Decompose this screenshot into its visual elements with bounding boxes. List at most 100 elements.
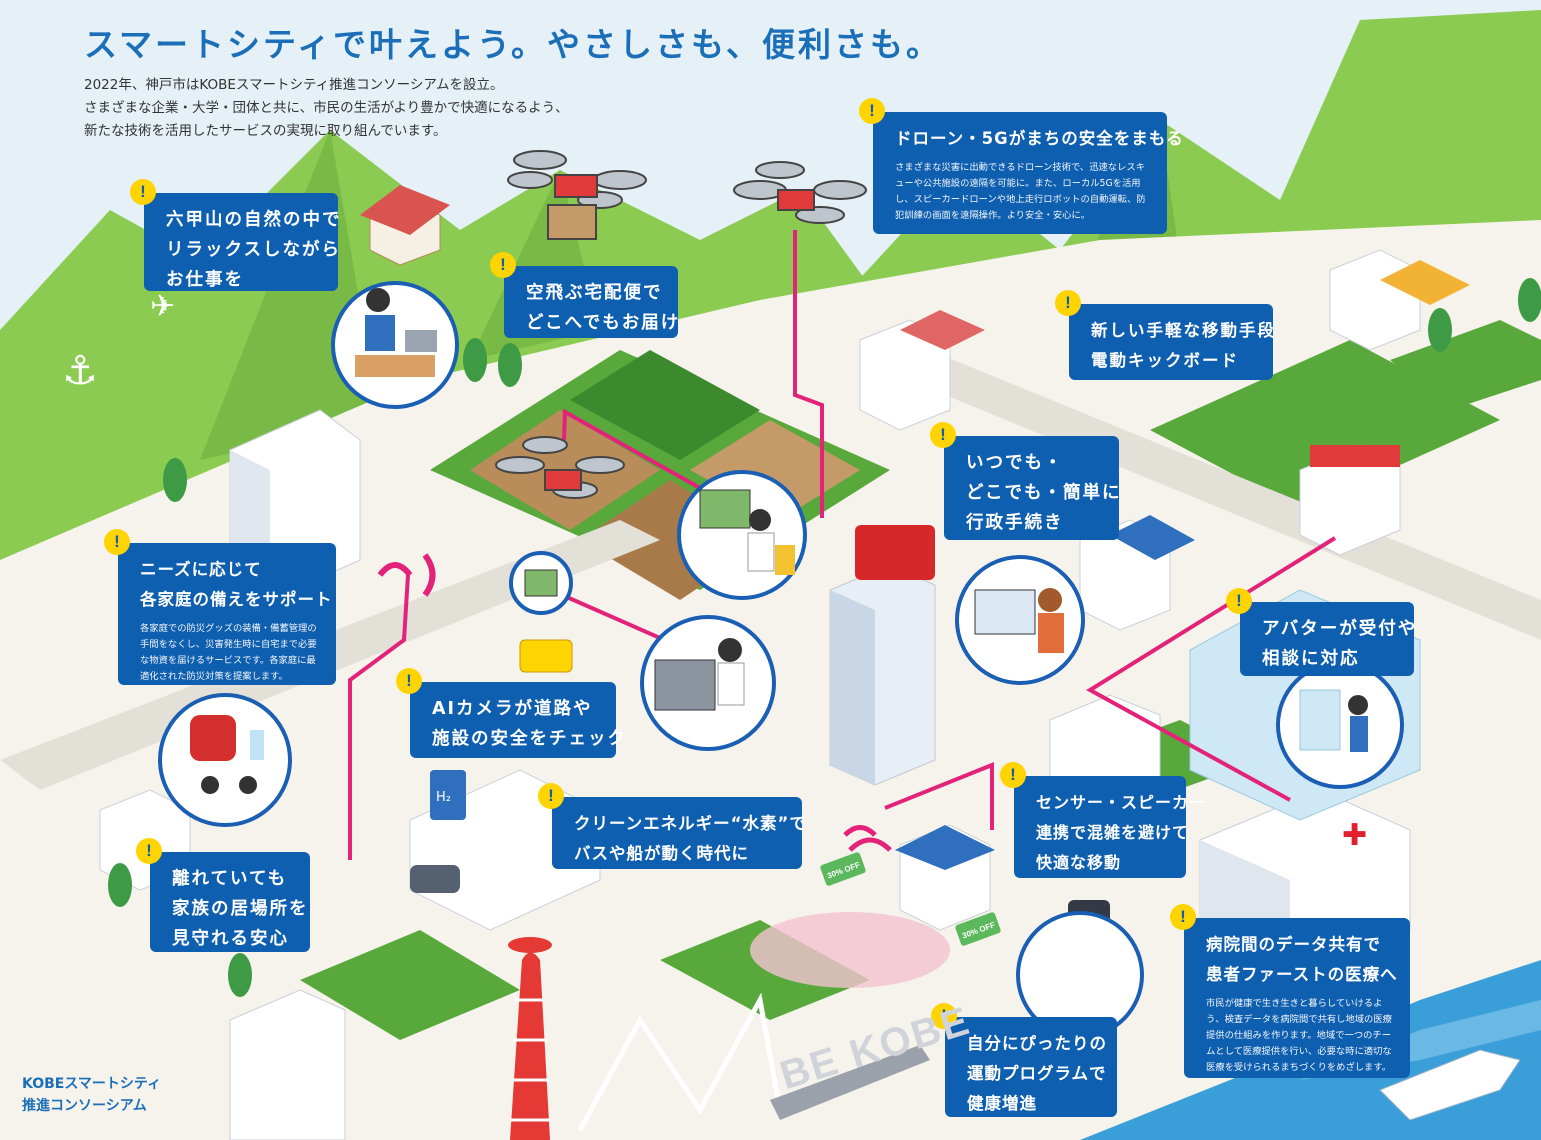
bubble-avatar-reception <box>1276 661 1404 789</box>
bubble-emergency-kit <box>158 693 292 827</box>
coupon-tag: 30% OFF <box>955 912 1001 946</box>
callout-drone-delivery: ! 空飛ぶ宅配便で どこへでもお届け <box>490 252 681 338</box>
museum-frame <box>577 992 783 1132</box>
house-roof <box>900 310 985 350</box>
callout-line: 各家庭の備えをサポート <box>140 590 333 609</box>
alert-badge-icon: ! <box>538 783 564 809</box>
grass-plot <box>300 930 520 1040</box>
hydrogen-sign-label: H₂ <box>436 790 451 805</box>
alert-badge-icon: ! <box>1226 588 1252 614</box>
callout-line: お仕事を <box>166 270 244 290</box>
trees <box>108 278 1541 997</box>
callout-heading: クリーンエネルギー“水素”で バスや船が動く時代に <box>574 809 806 869</box>
alert-badge-icon: ! <box>859 98 885 124</box>
callout-heading: ドローン・5Gがまちの安全をまもる <box>895 124 1183 154</box>
port-tower-lattice <box>510 998 550 1122</box>
drone <box>507 150 647 240</box>
callout-line: 新しい手軽な移動手段 <box>1091 321 1276 340</box>
callout-drone-5g: ! ドローン・5Gがまちの安全をまもる さまざまな災害に出動できるドローン技術で… <box>859 98 1183 234</box>
fire-truck <box>855 525 935 580</box>
drone <box>733 161 867 224</box>
intro-line: 2022年、神戸市はKOBEスマートシティ推進コンソーシアムを設立。 <box>84 77 504 93</box>
coupon-tag: 30% OFF <box>820 852 866 886</box>
bubble-ai-camera-operator <box>640 615 776 751</box>
bird-emblem: ✈ <box>150 289 175 324</box>
callout-line: 電動キックボード <box>1091 351 1239 370</box>
callout-line: センサー・スピーカー <box>1036 793 1207 812</box>
callout-heading: AIカメラが道路や 施設の安全をチェック <box>432 694 627 754</box>
callout-line: 快適な移動 <box>1036 853 1122 872</box>
callout-exercise-program: ! 自分にぴったりの 運動プログラムで 健康増進 <box>931 1003 1117 1119</box>
organization-line: 推進コンソーシアム <box>22 1098 147 1114</box>
house <box>859 319 951 431</box>
callout-line: 家族の居場所を <box>172 899 309 919</box>
house <box>1329 249 1421 351</box>
callout-hospital-data: ! 病院間のデータ共有で 患者ファーストの医療へ 市民が健康で生き生きと暮らして… <box>1170 904 1410 1078</box>
callout-line: 連携で混雑を避けて <box>1036 823 1190 842</box>
signal-waves <box>377 553 436 597</box>
callout-line: どこへでもお届け <box>526 313 681 333</box>
bekobe-sign-base <box>770 1045 930 1120</box>
callout-ai-camera: ! AIカメラが道路や 施設の安全をチェック <box>396 668 627 758</box>
bubble-remote-work <box>331 281 459 409</box>
callout-line: 行政手続き <box>966 513 1064 533</box>
cabin-roof <box>360 185 450 235</box>
grass-plot <box>1150 340 1500 510</box>
callout-kickboard: ! 新しい手軽な移動手段 電動キックボード <box>1055 290 1276 380</box>
drone <box>495 436 625 499</box>
callout-line: ニーズに応じて <box>140 560 262 579</box>
callout-description: 市民が健康で生き生きと暮らしていけるよう、検査データを病院間で共有し地域の医療提… <box>1206 998 1392 1073</box>
callout-line: 空飛ぶ宅配便で <box>526 283 663 303</box>
alert-badge-icon: ! <box>104 529 130 555</box>
callout-online-admin: ! いつでも・ どこでも・簡単に 行政手続き <box>930 422 1122 540</box>
callout-line: 自分にぴったりの <box>967 1034 1107 1053</box>
callout-description: さまざまな災害に出動できるドローン技術で、迅速なレスキューや公共施設の遠隔を可能… <box>895 162 1146 221</box>
callout-heading: アバターが受付や 相談に対応 <box>1262 614 1415 674</box>
callout-line: AIカメラが道路や <box>432 699 593 719</box>
anchor-emblem: ⚓ <box>62 348 98 394</box>
clinic-roof <box>1310 445 1400 467</box>
alert-badge-icon: ! <box>931 1003 957 1029</box>
callout-disaster-prep: ! ニーズに応じて 各家庭の備えをサポート 各家庭での防災グッズの装備・備蓄管理… <box>104 529 336 685</box>
bubble-online-admin <box>955 555 1085 685</box>
callout-line: リラックスしながら <box>166 240 341 260</box>
alert-badge-icon: ! <box>930 422 956 448</box>
callout-family-location: ! 離れていても 家族の居場所を 見守れる安心 <box>136 838 310 952</box>
callout-line: 施設の安全をチェック <box>432 729 627 749</box>
callout-heading: 新しい手軽な移動手段 電動キックボード <box>1091 316 1276 376</box>
callout-line: バスや船が動く時代に <box>574 844 749 863</box>
callout-line: 健康増進 <box>967 1094 1037 1113</box>
callout-line: どこでも・簡単に <box>966 483 1122 503</box>
tower-building <box>830 590 875 785</box>
callout-rokko-workation: ! 六甲山の自然の中で リラックスしながら お仕事を <box>130 179 340 291</box>
callout-crowd-sensor: ! センサー・スピーカー 連携で混雑を避けて 快適な移動 <box>1000 762 1207 878</box>
callout-line: 運動プログラムで <box>967 1064 1107 1083</box>
callout-line: 見守れる安心 <box>172 929 289 949</box>
pedestrian-zone <box>750 912 950 988</box>
field-rice <box>570 350 760 460</box>
grass-plot <box>1390 320 1541 410</box>
callout-hydrogen: ! クリーンエネルギー“水素”で バスや船が動く時代に <box>538 783 806 869</box>
alert-badge-icon: ! <box>1055 290 1081 316</box>
callout-avatar-reception: ! アバターが受付や 相談に対応 <box>1226 588 1415 676</box>
callout-heading: 六甲山の自然の中で リラックスしながら お仕事を <box>166 205 341 295</box>
alert-badge-icon: ! <box>1000 762 1026 788</box>
ferry <box>1379 1049 1521 1121</box>
callout-description: 各家庭での防災グッズの装備・備蓄管理の手間をなくし、災害発生時に自宅まで必要な物… <box>140 623 317 682</box>
road <box>860 330 1541 640</box>
callout-heading: センサー・スピーカー 連携で混雑を避けて 快適な移動 <box>1036 788 1207 878</box>
house-roof <box>895 825 995 870</box>
intro-text: 2022年、神戸市はKOBEスマートシティ推進コンソーシアムを設立。 さまざまな… <box>84 74 569 143</box>
callout-heading: 病院間のデータ共有で 患者ファーストの医療へ <box>1206 930 1397 990</box>
organization-line: KOBEスマートシティ <box>22 1076 162 1092</box>
alert-badge-icon: ! <box>136 838 162 864</box>
building-block <box>229 989 346 1140</box>
car <box>410 865 460 893</box>
callout-heading: いつでも・ どこでも・簡単に 行政手続き <box>966 448 1122 538</box>
organization-name: KOBEスマートシティ 推進コンソーシアム <box>22 1073 161 1117</box>
hydrogen-sign <box>430 770 466 820</box>
callout-line: 離れていても <box>172 869 288 889</box>
callout-heading: 自分にぴったりの 運動プログラムで 健康増進 <box>967 1029 1107 1119</box>
